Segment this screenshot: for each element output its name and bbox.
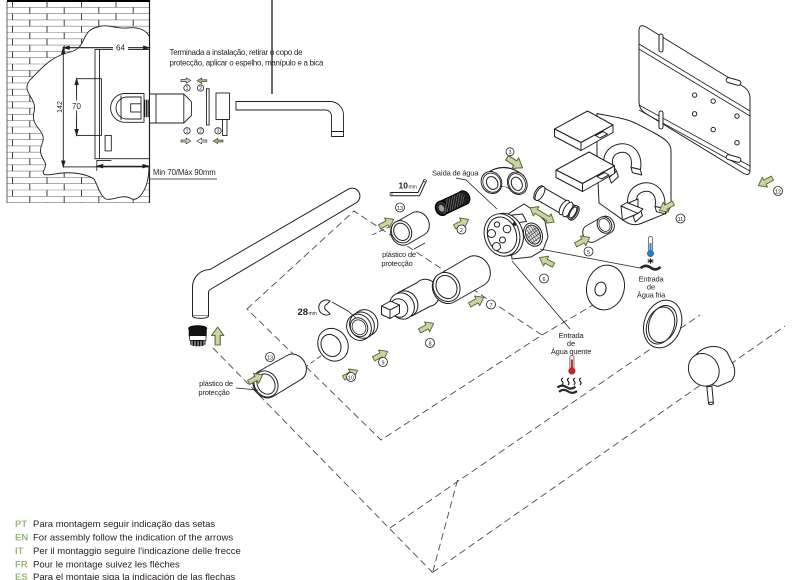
svg-text:Saída de água: Saída de água [432, 168, 479, 177]
svg-text:Pour le montage suivez les flè: Pour le montage suivez les flèches [33, 560, 180, 571]
svg-text:Min 70/Máx 90mm: Min 70/Máx 90mm [153, 168, 216, 177]
svg-text:PT: PT [15, 519, 27, 530]
svg-text:protecção: protecção [381, 259, 412, 268]
svg-text:Entrada: Entrada [639, 275, 665, 284]
svg-text:1: 1 [186, 129, 189, 135]
svg-text:Água fria: Água fria [637, 291, 666, 300]
svg-text:13: 13 [267, 356, 273, 362]
svg-text:EN: EN [15, 533, 28, 544]
svg-text:5: 5 [587, 250, 590, 256]
svg-text:6: 6 [542, 277, 545, 283]
svg-text:2: 2 [199, 86, 202, 92]
svg-text:protecção, aplicar o espelho,: protecção, aplicar o espelho, manípulo e… [170, 58, 324, 67]
svg-text:10: 10 [399, 180, 409, 190]
svg-text:de: de [647, 283, 655, 292]
svg-text:8: 8 [428, 342, 431, 348]
svg-text:protecção: protecção [198, 388, 229, 397]
svg-text:Para montagem seguir indicação: Para montagem seguir indicação das setas [33, 519, 215, 530]
svg-text:Para el montaje siga la indica: Para el montaje siga la indicación de la… [33, 572, 236, 580]
svg-text:3: 3 [217, 129, 220, 135]
svg-text:3: 3 [508, 150, 511, 156]
svg-text:For assembly follow the indica: For assembly follow the indication of th… [33, 533, 233, 544]
svg-text:11: 11 [678, 217, 684, 223]
svg-text:70: 70 [72, 102, 81, 111]
svg-text:28: 28 [298, 307, 309, 318]
svg-text:9: 9 [381, 361, 384, 367]
svg-text:Entrada: Entrada [559, 331, 585, 340]
svg-text:plástico de: plástico de [199, 379, 233, 388]
svg-text:2: 2 [460, 228, 463, 234]
svg-text:10: 10 [348, 376, 354, 382]
svg-text:mm: mm [309, 311, 317, 317]
svg-text:13: 13 [397, 206, 403, 212]
svg-text:142: 142 [57, 101, 64, 113]
svg-text:plástico de: plástico de [382, 250, 416, 259]
svg-text:Per il montaggio seguire l'ind: Per il montaggio seguire l'indicazione d… [33, 546, 241, 557]
svg-text:7: 7 [489, 303, 492, 309]
svg-text:64: 64 [116, 44, 125, 53]
svg-text:1: 1 [186, 86, 189, 92]
svg-text:Água quente: Água quente [551, 347, 591, 356]
svg-text:Terminada a instalação, retir: Terminada a instalação, retirar o copo d… [170, 48, 304, 57]
svg-text:mm: mm [409, 184, 417, 190]
svg-text:ES: ES [15, 572, 28, 580]
svg-text:12: 12 [775, 190, 781, 196]
svg-text:IT: IT [15, 546, 24, 557]
svg-text:2: 2 [199, 129, 202, 135]
svg-text:FR: FR [15, 560, 28, 571]
svg-text:de: de [567, 339, 575, 348]
